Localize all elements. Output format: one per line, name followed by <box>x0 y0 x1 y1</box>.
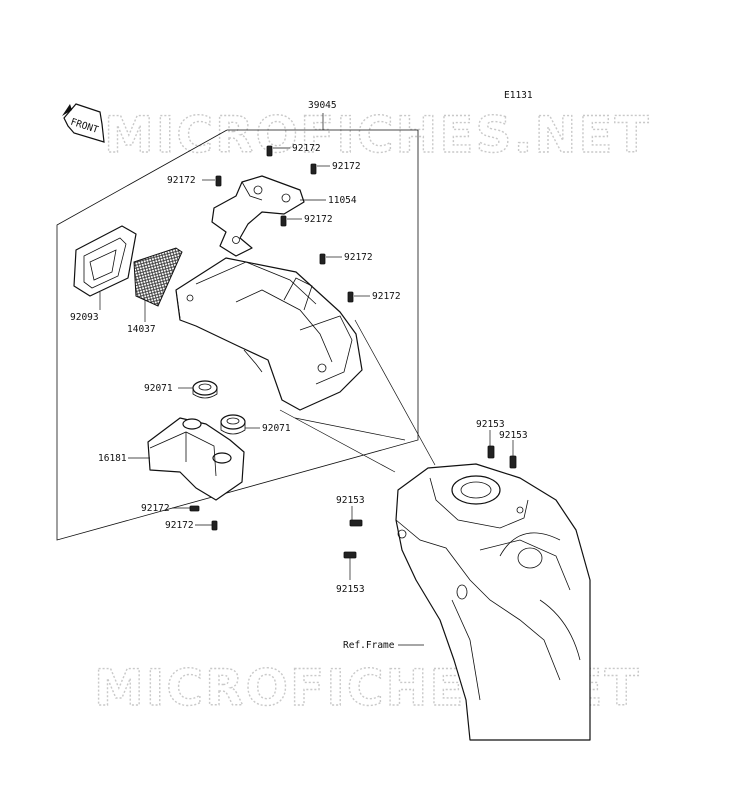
callout-92172-e: 92172 <box>344 252 373 263</box>
callout-92071-a: 92071 <box>144 383 173 394</box>
diagram-code: E1131 <box>504 90 533 101</box>
leader-lines <box>99 147 514 646</box>
callout-92153-a: 92153 <box>476 419 505 430</box>
watermark-top: MICROFICHES.NET <box>104 106 651 164</box>
callout-92172-d: 92172 <box>304 214 333 225</box>
callout-92172-g: 92172 <box>141 503 170 514</box>
grommet-92071-upper <box>192 380 218 399</box>
callout-92172-h: 92172 <box>165 520 194 531</box>
callout-92153-d: 92153 <box>336 584 365 595</box>
callout-92172-a: 92172 <box>292 143 321 154</box>
callout-92071-b: 92071 <box>262 423 291 434</box>
callout-16181: 16181 <box>98 453 127 464</box>
duct-92093 <box>73 225 137 297</box>
frame-ref-label: Ref.Frame <box>343 640 395 651</box>
assembly-kit-outline <box>56 113 419 541</box>
frame-ref-part <box>395 463 591 741</box>
projection-lines <box>279 319 436 473</box>
intake-duct-body <box>175 257 363 411</box>
callout-92093: 92093 <box>70 312 99 323</box>
callout-92172-c: 92172 <box>167 175 196 186</box>
callout-92153-c: 92153 <box>336 495 365 506</box>
assembly-ref-label: 39045 <box>308 100 337 111</box>
mesh-14037 <box>133 247 183 307</box>
callout-11054: 11054 <box>328 195 357 206</box>
resonator-box-16181 <box>147 417 245 501</box>
front-arrow-icon: FRONT <box>62 103 105 143</box>
frame-bolt-icon <box>343 445 517 559</box>
callout-92172-b: 92172 <box>332 161 361 172</box>
bracket-11054 <box>211 175 305 257</box>
grommet-92071-lower <box>220 414 246 435</box>
callout-92153-b: 92153 <box>499 430 528 441</box>
callout-92172-f: 92172 <box>372 291 401 302</box>
bolt-icon <box>189 145 354 531</box>
callout-14037: 14037 <box>127 324 156 335</box>
